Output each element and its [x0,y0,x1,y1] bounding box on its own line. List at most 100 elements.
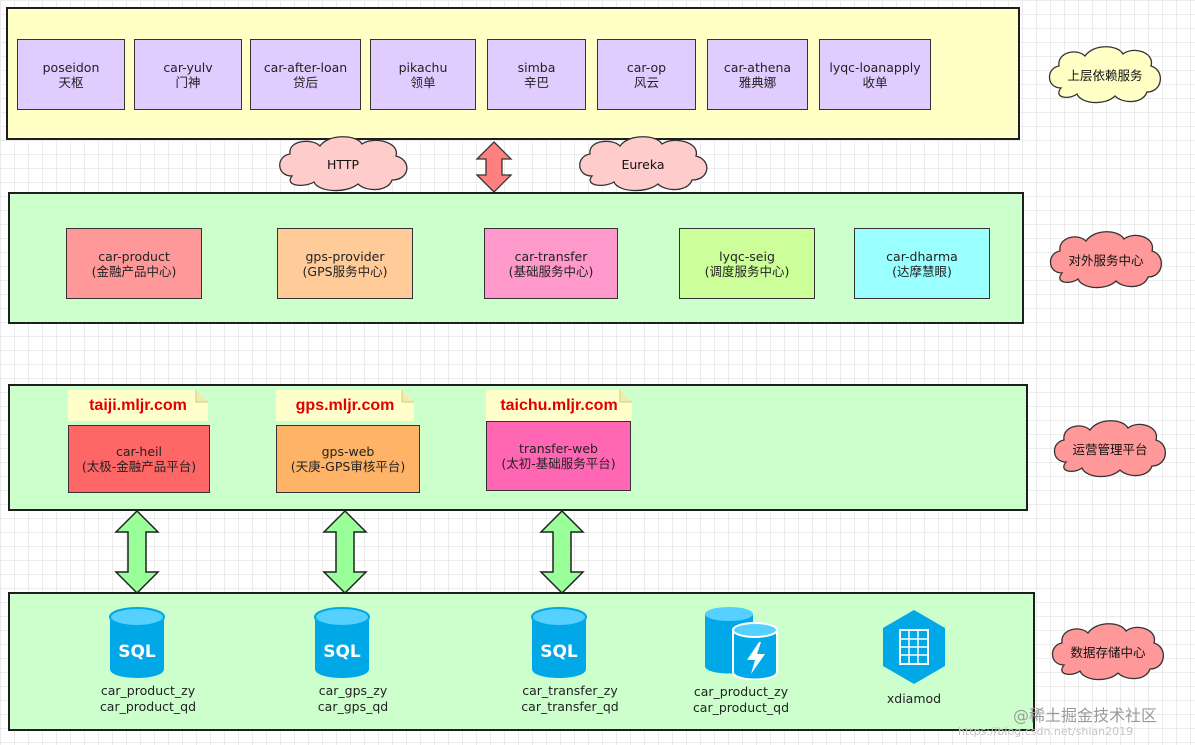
service-subtitle: (GPS服务中心) [302,263,388,279]
domain-note-text: gps.mljr.com [295,396,395,414]
service-box-car-op[interactable]: car-op 风云 [597,39,696,110]
service-box-car-product[interactable]: car-product (金融产品中心) [66,228,202,299]
database-car-product: SQL car_product_zy car_product_qd [100,607,196,714]
db-name-line: xdiamod [886,691,942,706]
service-subtitle: 雅典娜 [738,74,777,90]
db-name-line: car_transfer_qd [521,699,619,714]
grid-hexagon-icon [883,610,945,684]
double-arrow-upper-external [475,141,513,193]
service-box-gps-provider[interactable]: gps-provider (GPS服务中心) [277,228,413,299]
side-label-text: 数据存储中心 [1070,644,1146,660]
cloud-shape-icon [579,136,708,192]
database-cache-product: car_product_zy car_product_qd [693,606,789,715]
side-label-text: 对外服务中心 [1068,252,1144,268]
service-box-car-heil[interactable]: car-heil (太极-金融产品平台) [68,425,210,493]
side-label-external-services: 对外服务中心 [1044,227,1168,291]
sql-badge: SQL [323,642,361,662]
protocol-label: HTTP [327,156,359,172]
db-name-line: car_transfer_zy [522,683,618,698]
double-arrow-heil-db [114,510,160,594]
double-arrow-transfer-db [539,510,585,594]
domain-note-taichu: taichu.mljr.com [486,390,632,421]
service-box-lyqc-seig[interactable]: lyqc-seig (调度服务中心) [679,228,815,299]
service-subtitle: (太极-金融产品平台) [81,459,197,474]
side-label-data-storage: 数据存储中心 [1046,619,1170,683]
service-subtitle: (基础服务中心) [508,263,594,279]
note-shape-icon [486,390,632,421]
service-name: lyqc-seig [719,248,775,264]
side-label-text: 上层依赖服务 [1067,67,1143,83]
service-name: car-op [626,59,667,75]
data-storage-layer [8,592,1035,731]
sql-database-icon: SQL [109,607,165,678]
service-box-car-yulv[interactable]: car-yulv 门神 [134,39,242,110]
domain-note-text: taiji.mljr.com [89,396,187,414]
domain-note-gps: gps.mljr.com [276,390,414,421]
db-name-line: car_gps_qd [317,699,389,714]
cloud-shape-icon [1049,231,1162,289]
sql-badge: SQL [118,642,156,662]
service-subtitle: 门神 [175,74,201,90]
protocol-label: Eureka [621,156,665,172]
service-name: car-transfer [514,248,588,264]
watermark-url: https://blog.csdn.net/shian2019 [958,725,1134,738]
sql-database-icon: SQL [531,607,587,678]
service-box-gps-web[interactable]: gps-web (天庚-GPS审核平台) [276,425,420,493]
service-subtitle: 贷后 [292,74,318,90]
service-name: gps-provider [305,248,385,264]
service-box-car-after-loan[interactable]: car-after-loan 贷后 [250,39,361,110]
database-car-gps: SQL car_gps_zy car_gps_qd [313,607,388,714]
service-subtitle: (天庚-GPS审核平台) [290,459,406,474]
protocol-cloud-eureka: Eureka [572,134,714,194]
cloud-shape-icon [279,136,408,192]
side-label-ops-platform: 运营管理平台 [1048,416,1172,480]
service-subtitle: (调度服务中心) [704,263,790,279]
service-box-car-transfer[interactable]: car-transfer (基础服务中心) [484,228,618,299]
service-name: gps-web [321,444,375,459]
cloud-shape-icon [1053,420,1166,478]
cloud-shape-icon [1051,623,1164,681]
service-name: simba [517,59,556,75]
db-name-line: car_gps_zy [318,683,388,698]
db-name-line: car_product_qd [99,699,197,714]
config-service-xdiamod: xdiamod [881,609,947,706]
service-name: car-athena [723,59,792,75]
service-name: lyqc-loanapply [829,59,921,75]
domain-note-text: taichu.mljr.com [500,396,618,414]
service-name: pikachu [398,59,448,75]
service-box-lyqc-loanapply[interactable]: lyqc-loanapply 收单 [819,39,931,110]
db-name-line: car_product_zy [100,683,196,698]
service-box-car-athena[interactable]: car-athena 雅典娜 [707,39,808,110]
service-box-transfer-web[interactable]: transfer-web (太初-基础服务平台) [486,421,631,491]
service-name: car-after-loan [263,59,348,75]
sql-database-icon: SQL [314,607,370,678]
side-label-text: 运营管理平台 [1072,441,1148,457]
domain-note-taiji: taiji.mljr.com [68,390,208,421]
cloud-shape-icon [1048,46,1161,104]
db-name-line: car_product_zy [693,684,789,699]
service-subtitle: 领单 [410,74,436,90]
service-name: car-yulv [163,59,213,75]
note-shape-icon [276,390,414,421]
service-box-pikachu[interactable]: pikachu 领单 [370,39,476,110]
database-car-transfer: SQL car_transfer_zy car_transfer_qd [521,607,619,714]
service-name: car-heil [116,444,162,459]
sql-badge: SQL [540,642,578,662]
watermark-main: @稀土掘金技术社区 [1013,706,1158,725]
service-subtitle: 天枢 [58,74,84,90]
note-shape-icon [68,390,208,421]
service-subtitle: 收单 [862,74,888,90]
service-name: poseidon [42,59,100,75]
service-name: car-product [98,248,170,264]
service-box-car-dharma[interactable]: car-dharma (达摩慧眼) [854,228,990,299]
service-subtitle: (太初-基础服务平台) [501,456,616,471]
service-subtitle: (金融产品中心) [91,263,177,279]
db-name-line: car_product_qd [692,700,790,715]
service-name: transfer-web [519,441,598,456]
protocol-cloud-http: HTTP [272,134,414,194]
service-subtitle: 辛巴 [523,74,549,90]
side-label-upper-services: 上层依赖服务 [1043,42,1167,106]
service-subtitle: 风云 [633,74,659,90]
service-box-simba[interactable]: simba 辛巴 [487,39,586,110]
service-box-poseidon[interactable]: poseidon 天枢 [17,39,125,110]
